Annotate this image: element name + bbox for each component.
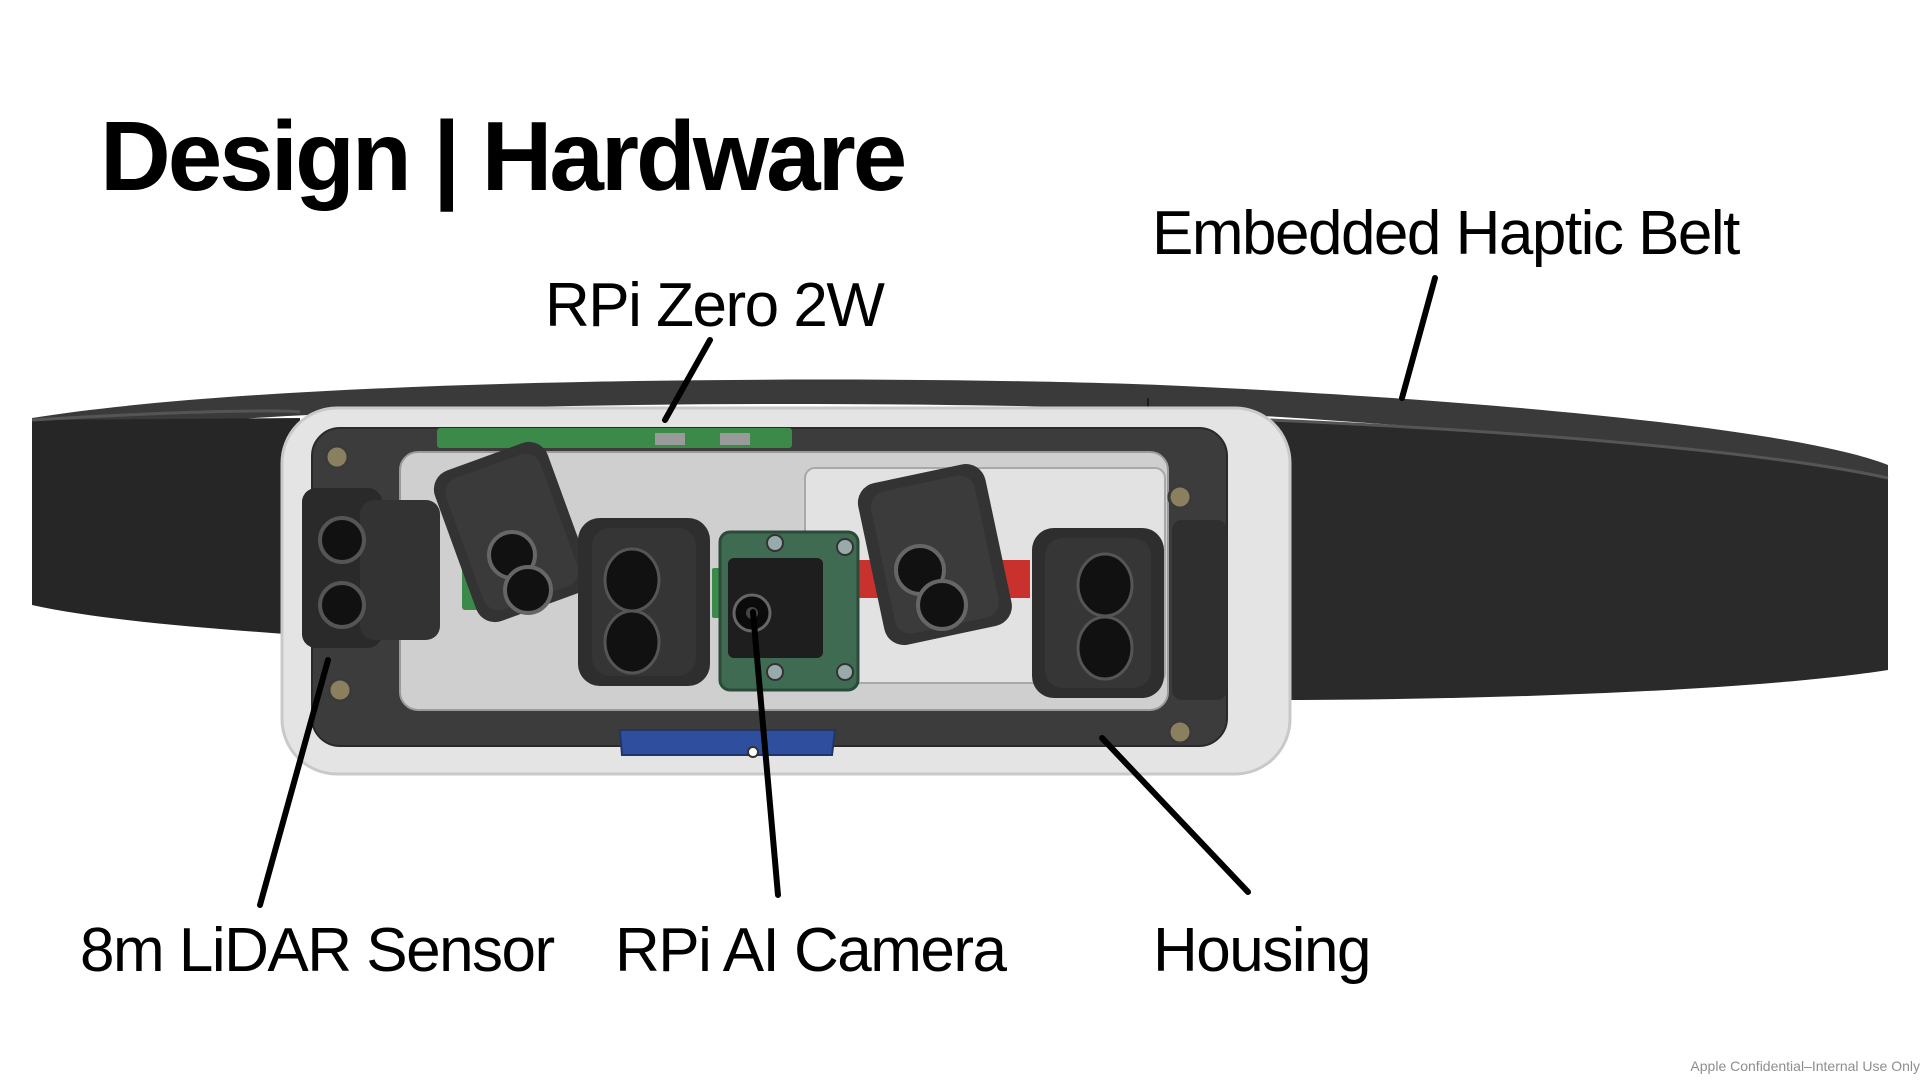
leader-lines <box>257 275 1438 908</box>
belt-front-face <box>32 418 300 635</box>
lidar-sensor-left <box>302 488 440 648</box>
lidar-sensor-tilted-right <box>857 464 1012 646</box>
sd-card <box>618 729 837 758</box>
leader-belt <box>1399 275 1438 401</box>
belt-right-face <box>1270 420 1888 700</box>
leader-camera <box>750 609 781 898</box>
leader-housing <box>1099 735 1251 895</box>
lidar-sensor-center-left <box>578 518 710 686</box>
belt-top-band <box>32 379 1888 485</box>
callout-lidar-sensor: 8m LiDAR Sensor <box>80 916 555 985</box>
leader-rpi-zero <box>662 337 713 423</box>
callout-rpi-zero-2w: RPi Zero 2W <box>545 271 885 340</box>
callout-embedded-haptic-belt: Embedded Haptic Belt <box>1152 199 1740 268</box>
callout-housing: Housing <box>1153 916 1371 985</box>
rpi-ai-camera <box>718 530 860 692</box>
lidar-sensor-tilted-left <box>433 441 591 623</box>
haptic-belt <box>31 379 1889 700</box>
leader-lidar <box>257 657 331 908</box>
confidential-footer: Apple Confidential–Internal Use Only <box>1690 1058 1920 1074</box>
lidar-sensor-right <box>1032 528 1164 698</box>
callout-rpi-ai-camera: RPi AI Camera <box>615 916 1007 985</box>
page-title: Design | Hardware <box>100 101 907 211</box>
housing-screws <box>324 444 1193 745</box>
